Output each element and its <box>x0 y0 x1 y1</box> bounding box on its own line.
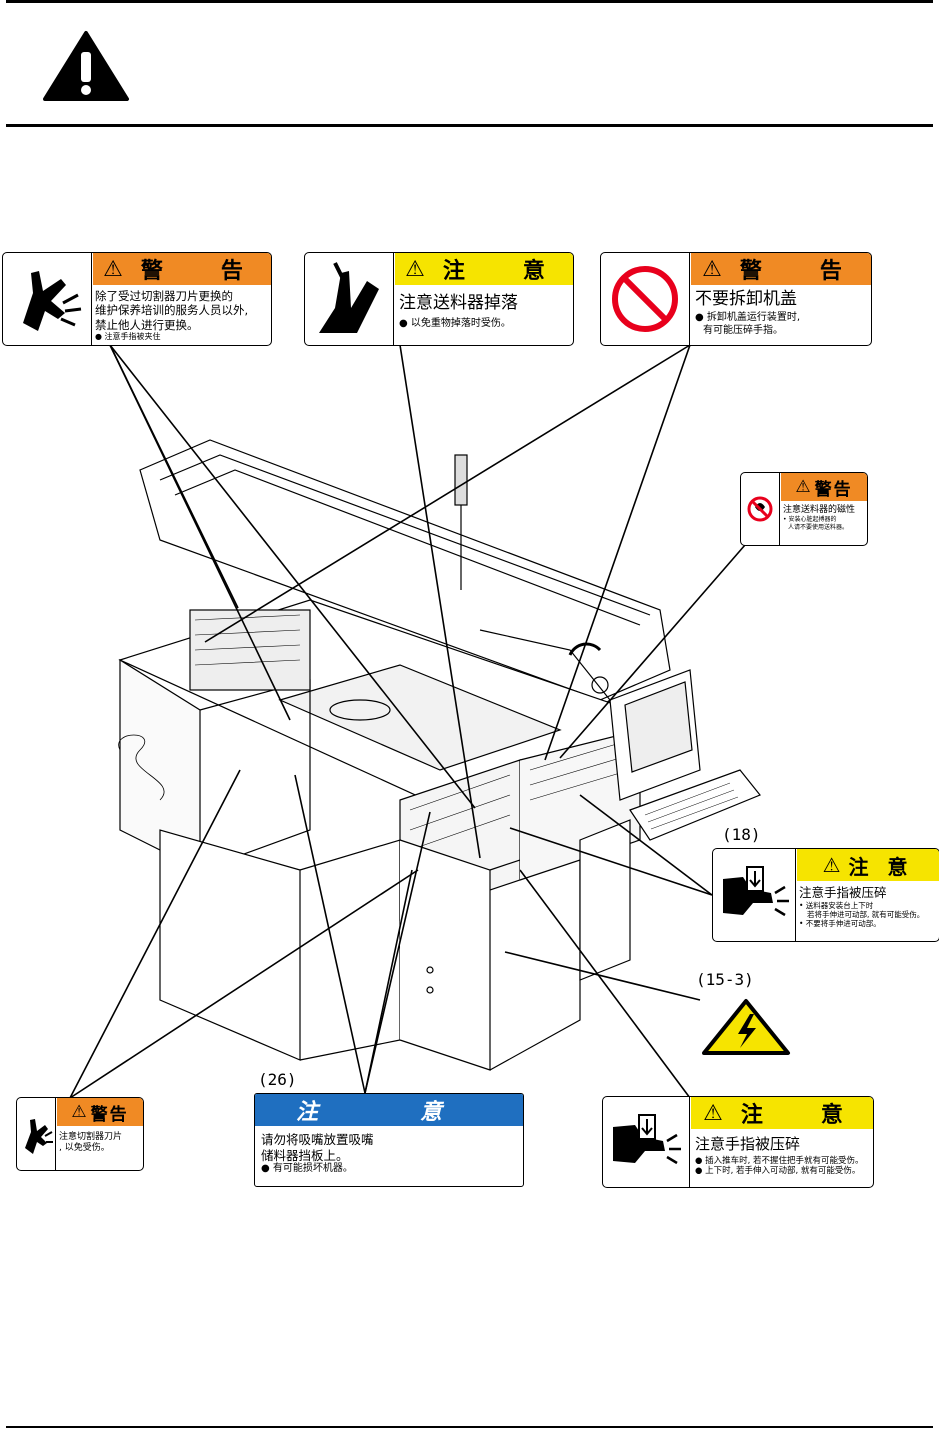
no-remove-cover-label: ⚠警 告 不要拆卸机盖 ● 拆卸机盖运行装置时, 有可能压碎手指。 <box>600 252 872 346</box>
label-header: ⚠警 告 <box>691 253 871 285</box>
label-header: ⚠注 意 <box>395 253 573 285</box>
label-header: 注 意 <box>255 1094 523 1126</box>
prohibition-icon <box>601 253 690 345</box>
label-header: ⚠注 意 <box>797 849 939 881</box>
label-text: 除了受过切割器刀片更换的 维护保养培训的服务人员以外, 禁止他人进行更换。 ● … <box>95 289 249 342</box>
magnet-warning-label: ⚠警告 注意送料器的磁性 • 安装心脏起搏器的 人请不要使用送料器。 <box>740 472 868 546</box>
feeder-fall-caution-label: ⚠注 意 注意送料器掉落 ● 以免重物掉落时受伤。 <box>304 252 574 346</box>
footer-rule <box>6 1426 933 1428</box>
no-pacemaker-icon <box>741 473 780 545</box>
callout-18: (18) <box>722 825 761 844</box>
label-text: 不要拆卸机盖 ● 拆卸机盖运行装置时, 有可能压碎手指。 <box>695 289 801 336</box>
nozzle-caution-label: 注 意 请勿将吸嘴放置吸嘴 储料器挡板上。 ● 有可能损坏机器。 <box>254 1093 524 1187</box>
warning-triangle-icon <box>42 30 130 102</box>
label-text: 注意手指被压碎 • 送料器安装台上下时 若将手伸进可动部, 就有可能受伤。 • … <box>799 885 925 929</box>
placement-machine-illustration <box>100 400 780 1080</box>
top-rule <box>6 0 933 3</box>
cutter-small-warning-label: ⚠警告 注意切割器刀片 , 以免受伤。 <box>16 1097 144 1171</box>
hand-crush-icon <box>603 1097 690 1187</box>
hand-cut-icon <box>17 1098 56 1170</box>
label-text: 注意手指被压碎 ● 插入推车时, 若不握住把手就有可能受伤。 ● 上下时, 若手… <box>695 1135 864 1177</box>
label-header: ⚠警告 <box>57 1098 143 1126</box>
hand-crush-icon <box>713 849 796 941</box>
finger-crush-label-18: ⚠注 意 注意手指被压碎 • 送料器安装台上下时 若将手伸进可动部, 就有可能受… <box>712 848 939 942</box>
callout-15-3: (15-3) <box>696 970 754 989</box>
label-header: ⚠注 意 <box>691 1097 873 1129</box>
finger-crush-cart-label: ⚠注 意 注意手指被压碎 ● 插入推车时, 若不握住把手就有可能受伤。 ● 上下… <box>602 1096 874 1188</box>
label-text: 请勿将吸嘴放置吸嘴 储料器挡板上。 ● 有可能损坏机器。 <box>261 1132 374 1175</box>
label-text: 注意送料器掉落 ● 以免重物掉落时受伤。 <box>399 293 518 330</box>
hand-cut-icon <box>3 253 92 345</box>
label-text: 注意送料器的磁性 • 安装心脏起搏器的 人请不要使用送料器。 <box>783 505 856 531</box>
label-header: ⚠警 告 <box>93 253 271 285</box>
label-text: 注意切割器刀片 , 以免受伤。 <box>59 1132 123 1154</box>
high-voltage-icon <box>700 998 792 1056</box>
falling-object-icon <box>305 253 394 345</box>
header-rule <box>6 124 933 127</box>
label-header: ⚠警告 <box>781 473 867 501</box>
callout-26: (26) <box>258 1070 297 1089</box>
cutter-warning-label: ⚠警 告 除了受过切割器刀片更换的 维护保养培训的服务人员以外, 禁止他人进行更… <box>2 252 272 346</box>
